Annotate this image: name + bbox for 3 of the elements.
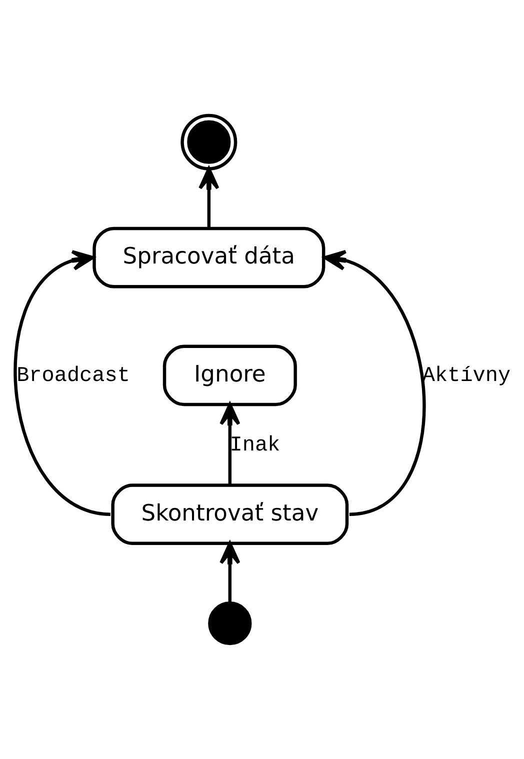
- edge-label: Aktívny: [422, 364, 511, 388]
- edge-label: Inak: [230, 434, 280, 458]
- edge-label: Broadcast: [16, 364, 130, 388]
